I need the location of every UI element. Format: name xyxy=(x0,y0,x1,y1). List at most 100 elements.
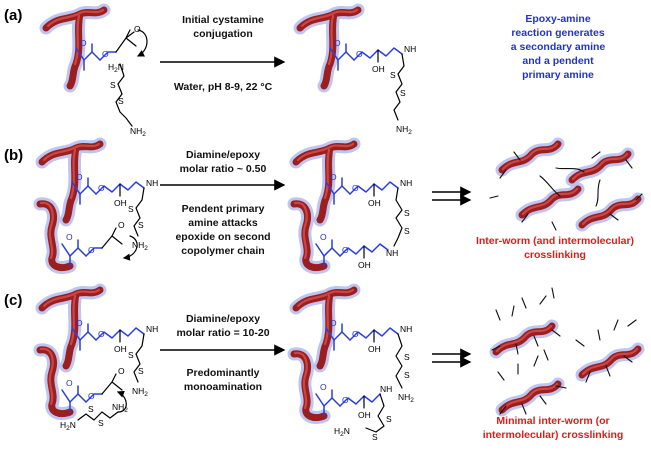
sulfur-label: S xyxy=(404,208,410,218)
condition-text: amine attacks xyxy=(188,217,258,229)
ester-oxygen-label: O xyxy=(330,318,337,328)
panel-label: (a) xyxy=(4,7,22,24)
hydroxyl-label: OH xyxy=(358,260,371,270)
sulfur-label: S xyxy=(404,370,410,380)
ester-oxygen-label: O xyxy=(76,172,83,182)
ester-oxygen-label: O xyxy=(66,378,73,388)
note-text: intermolecular) crosslinking xyxy=(483,429,624,441)
hydroxyl-label: OH xyxy=(368,198,381,208)
ester-oxygen-label: O xyxy=(334,38,341,48)
secondary-amine-label: NH xyxy=(404,44,416,54)
ester-oxygen-label: O xyxy=(80,38,87,48)
condition-text: Predominantly xyxy=(187,367,260,379)
condition-text: Pendent primary xyxy=(182,203,265,215)
ester-oxygen-label: O xyxy=(76,318,83,328)
amine-label: H2N xyxy=(108,62,124,74)
sulfur-label: S xyxy=(404,226,410,236)
sulfur-label: S xyxy=(98,418,104,428)
ester-oxygen-label: O xyxy=(320,382,327,392)
primary-amine-label: NH2 xyxy=(396,124,412,136)
hydroxyl-label: OH xyxy=(114,344,127,354)
panel-label: (b) xyxy=(4,147,23,164)
note-text: Epoxy-amine xyxy=(525,13,591,25)
condition-text: conjugation xyxy=(193,28,253,40)
note-text: Minimal inter-worm (or xyxy=(496,415,609,427)
ester-oxygen-label: O xyxy=(102,49,109,59)
condition-text: copolymer chain xyxy=(181,245,264,257)
ester-oxygen-label: O xyxy=(88,391,95,401)
secondary-amine-label: NH xyxy=(380,384,392,394)
isolated-worms xyxy=(492,287,638,414)
condition-text: Diamine/epoxy xyxy=(186,313,260,325)
panel-c: (c) O O OH NH S S NH2 O xyxy=(4,288,638,442)
sulfur-label: S xyxy=(110,80,116,90)
ester-oxygen-label: O xyxy=(352,183,359,193)
condition-text: Initial cystamine xyxy=(182,14,264,26)
reactant-worm-b-upper xyxy=(42,144,145,237)
sulfur-label: S xyxy=(88,404,94,414)
ester-oxygen-label: O xyxy=(98,329,105,339)
sulfur-label: S xyxy=(128,350,134,360)
product-worm-c xyxy=(294,290,403,433)
ester-oxygen-label: O xyxy=(352,329,359,339)
ester-oxygen-label: O xyxy=(342,395,349,405)
primary-amine-label: NH2 xyxy=(132,386,148,398)
secondary-amine-label: NH xyxy=(146,324,158,334)
secondary-amine-label: NH xyxy=(386,248,398,258)
hydroxyl-label: OH xyxy=(114,198,127,208)
sulfur-label: S xyxy=(138,366,144,376)
panel-a: (a) O O O H2N S S NH2 Initial cystamine … xyxy=(4,7,605,138)
amine-label: NH2 xyxy=(112,402,128,414)
secondary-amine-label: NH xyxy=(400,178,412,188)
note-text: reaction generates xyxy=(511,27,605,39)
hydroxyl-label: OH xyxy=(372,64,385,74)
sulfur-label: S xyxy=(372,432,378,442)
panel-b: (b) O O OH NH S S NH2 O O O xyxy=(4,144,642,270)
sulfur-label: S xyxy=(128,204,134,214)
ester-oxygen-label: O xyxy=(66,232,73,242)
reactant-worm-a xyxy=(46,10,148,127)
hydroxyl-label: OH xyxy=(358,410,371,420)
ester-oxygen-label: O xyxy=(320,232,327,242)
ester-oxygen-label: O xyxy=(342,245,349,255)
hydroxyl-label: OH xyxy=(368,344,381,354)
crosslinked-worm-cluster xyxy=(489,144,642,230)
reactant-worm-c-upper xyxy=(42,290,145,383)
sulfur-label: S xyxy=(386,414,392,424)
epoxide-oxygen-label: O xyxy=(118,220,125,230)
panel-label: (c) xyxy=(4,292,22,309)
sulfur-label: S xyxy=(138,220,144,230)
ester-oxygen-label: O xyxy=(356,49,363,59)
ester-oxygen-label: O xyxy=(98,183,105,193)
condition-text: epoxide on second xyxy=(175,231,270,243)
secondary-amine-label: NH xyxy=(146,178,158,188)
note-text: primary amine xyxy=(522,69,594,81)
condition-text: Water, pH 8-9, 22 °C xyxy=(174,81,273,93)
sulfur-label: S xyxy=(404,352,410,362)
condition-text: monoamination xyxy=(184,381,262,393)
note-text: crosslinking xyxy=(524,249,586,261)
ester-oxygen-label: O xyxy=(330,172,337,182)
epoxide-oxygen-label: O xyxy=(134,24,141,34)
note-text: Inter-worm (and intermolecular) xyxy=(476,235,634,247)
epoxide-oxygen-label: O xyxy=(118,366,125,376)
note-text: a secondary amine xyxy=(511,41,606,53)
note-text: and a pendent xyxy=(522,55,594,67)
condition-text: molar ratio ~ 0.50 xyxy=(180,163,267,175)
condition-text: Diamine/epoxy xyxy=(186,149,260,161)
amine-label: H2N xyxy=(60,420,76,432)
primary-amine-label: NH2 xyxy=(398,392,414,404)
product-worm-a xyxy=(300,10,405,121)
sulfur-label: S xyxy=(118,96,124,106)
primary-amine-label: NH2 xyxy=(132,240,148,252)
secondary-amine-label: NH xyxy=(400,324,412,334)
reactant-worm-b-lower xyxy=(40,203,138,268)
sulfur-label: S xyxy=(400,88,406,98)
amine-label: H2N xyxy=(334,426,350,438)
reactant-worm-c-lower xyxy=(40,349,127,421)
product-worm-b xyxy=(294,144,403,268)
condition-text: molar ratio = 10-20 xyxy=(176,327,269,339)
sulfur-label: S xyxy=(390,70,396,80)
amine-label: NH2 xyxy=(130,126,146,138)
